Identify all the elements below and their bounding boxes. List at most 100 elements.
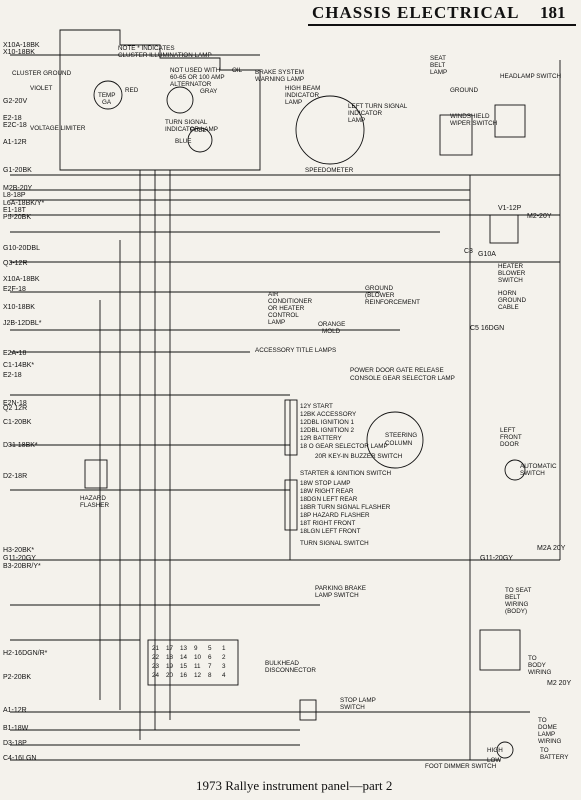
wire-code-left: E2N-18 bbox=[3, 400, 27, 407]
label-dome_lamp3: LAMP bbox=[538, 731, 555, 738]
hazard-flasher bbox=[84, 459, 108, 489]
bulkhead-cavity-number: 9 bbox=[194, 645, 198, 652]
wire-code-left: E2-18 bbox=[3, 372, 22, 379]
label-violet: VIOLET bbox=[30, 85, 53, 92]
turn-signal-switch-pin: 18BR TURN SIGNAL FLASHER bbox=[300, 504, 391, 511]
label-starter_ign: STARTER & IGNITION SWITCH bbox=[300, 470, 392, 477]
label-power_door: POWER DOOR GATE RELEASE bbox=[350, 367, 444, 374]
label-temp_gauge: TEMP bbox=[98, 92, 116, 99]
label-cluster_ground: CLUSTER GROUND bbox=[12, 70, 72, 77]
turn-signal-switch-pin: 18LGN LEFT FRONT bbox=[300, 528, 361, 535]
bulkhead-cavity-number: 5 bbox=[208, 645, 212, 652]
label-ground_blower3: REINFORCEMENT bbox=[365, 299, 420, 306]
wire-code-right: M2-20Y bbox=[527, 213, 552, 220]
wire-code-left: D2-18R bbox=[3, 473, 27, 480]
label-dome_lamp4: WIRING bbox=[538, 738, 562, 745]
label-dome_lamp2: DOME bbox=[538, 724, 557, 731]
label-automatic: AUTOMATIC bbox=[520, 463, 557, 470]
label-mold: MOLD bbox=[322, 328, 341, 335]
wire-code-right: C3 bbox=[464, 248, 473, 255]
wire-code-left: G11-20GY bbox=[3, 555, 36, 562]
stop-lamp-switch bbox=[299, 699, 317, 721]
wire-code-left: E1-18T bbox=[3, 207, 27, 214]
label-not_used2: 60-65 OR 100 AMP bbox=[170, 74, 225, 81]
label-seat_belt_wiring3: WIRING bbox=[505, 601, 529, 608]
ignition-switch-pin: 12DBL IGNITION 2 bbox=[300, 427, 355, 434]
label-blue: BLUE bbox=[175, 138, 191, 145]
wire-code-left: E2F-18 bbox=[3, 286, 26, 293]
label-accessory_title: ACCESSORY TITLE LAMPS bbox=[255, 347, 336, 354]
wire-code-left: L8-18P bbox=[3, 192, 26, 199]
label-parking_brake2: LAMP SWITCH bbox=[315, 592, 359, 599]
label-bulkhead2: DISCONNECTOR bbox=[265, 667, 316, 674]
label-turn_signal_ind: TURN SIGNAL bbox=[165, 119, 208, 126]
turn-signal-switch-pin: 18P HAZARD FLASHER bbox=[300, 512, 370, 519]
speedometer bbox=[295, 95, 365, 165]
label-left_front_door3: DOOR bbox=[500, 441, 519, 448]
instrument-cluster-outline bbox=[59, 29, 261, 171]
ignition-switch-pin: 18 O GEAR SELECTOR LAMP bbox=[300, 443, 388, 450]
wire-code-left: X10A-18BK bbox=[3, 42, 40, 49]
label-horn_ground3: CABLE bbox=[498, 304, 519, 311]
label-ground_blower: GROUND bbox=[365, 285, 393, 292]
label-hazard: HAZARD bbox=[80, 495, 106, 502]
label-high_beam3: LAMP bbox=[285, 99, 302, 106]
label-speedometer: SPEEDOMETER bbox=[305, 167, 354, 174]
temp-gauge bbox=[93, 80, 123, 110]
oil-gauge bbox=[166, 86, 194, 114]
label-left_turn3: LAMP bbox=[348, 117, 365, 124]
label-dome_lamp: TO bbox=[538, 717, 547, 724]
label-ac_control5: LAMP bbox=[268, 319, 285, 326]
bulkhead-cavity-number: 18 bbox=[166, 654, 174, 661]
wire-code-left: C4-16LGN bbox=[3, 755, 36, 762]
label-windshield: WINDSHIELD bbox=[450, 113, 490, 120]
left-front-door-switch bbox=[504, 459, 526, 481]
wire-code-left: G1-20BK bbox=[3, 167, 32, 174]
ignition-switch-connector bbox=[284, 399, 298, 456]
ignition-switch-pin: 12Y START bbox=[300, 403, 333, 410]
label-ground_blower2: (BLOWER bbox=[365, 292, 395, 299]
label-heater_blower2: BLOWER bbox=[498, 270, 526, 277]
bulkhead-cavity-number: 3 bbox=[222, 663, 226, 670]
wire-code-left: X10-18BK bbox=[3, 49, 35, 56]
wire-code-right: M2A 20Y bbox=[537, 545, 566, 552]
wire-code-left: E2A-18 bbox=[3, 350, 26, 357]
label-ga: GA bbox=[102, 99, 112, 106]
label-brake_warning2: WARNING LAMP bbox=[255, 76, 304, 83]
label-ac_control4: CONTROL bbox=[268, 312, 299, 319]
label-body_wiring2: BODY bbox=[528, 662, 547, 669]
wire-code-left: L6A-18BK/Y* bbox=[3, 200, 45, 207]
turn-signal-switch-pin: 18W STOP LAMP bbox=[300, 480, 351, 487]
steering-column bbox=[366, 411, 424, 469]
label-battery: TO bbox=[540, 747, 549, 754]
bulkhead-cavity-number: 24 bbox=[152, 672, 160, 679]
wire-code-left: P5-20BK bbox=[3, 214, 31, 221]
wire-code-left: P2-20BK bbox=[3, 674, 31, 681]
page-number: 181 bbox=[540, 3, 566, 22]
bulkhead-cavity-number: 8 bbox=[208, 672, 212, 679]
label-body_wiring3: WIRING bbox=[528, 669, 552, 676]
bulkhead-cavity-number: 15 bbox=[180, 663, 188, 670]
bulkhead-cavity-number: 6 bbox=[208, 654, 212, 661]
label-hazard2: FLASHER bbox=[80, 502, 109, 509]
wire-code-left: B1-18W bbox=[3, 725, 29, 732]
header-rule bbox=[308, 24, 576, 26]
label-ac_control3: OR HEATER bbox=[268, 305, 305, 312]
label-parking_brake: PARKING BRAKE bbox=[315, 585, 366, 592]
turn-signal-switch-pin: 18W RIGHT REAR bbox=[300, 488, 354, 495]
bulkhead-cavity-number: 12 bbox=[194, 672, 202, 679]
wire-code-right: C5 16DGN bbox=[470, 325, 504, 332]
label-stop_lamp: STOP LAMP bbox=[340, 697, 376, 704]
label-not_used3: ALTERNATOR bbox=[170, 81, 212, 88]
bulkhead-cavity-number: 4 bbox=[222, 672, 226, 679]
label-seat_belt_wiring: TO SEAT bbox=[505, 587, 532, 594]
wire-code-left: X10A-18BK bbox=[3, 276, 40, 283]
label-left_front_door: LEFT bbox=[500, 427, 516, 434]
wire-code-left: M2B-20Y bbox=[3, 185, 33, 192]
label-oil_ga: OIL bbox=[232, 67, 243, 74]
wire-code-left: Q3-12R bbox=[3, 260, 28, 267]
wire-code-left: C1-14BK* bbox=[3, 362, 34, 369]
label-headlamp_switch: HEADLAMP SWITCH bbox=[500, 73, 562, 80]
label-left_turn2: INDICATOR bbox=[348, 110, 383, 117]
